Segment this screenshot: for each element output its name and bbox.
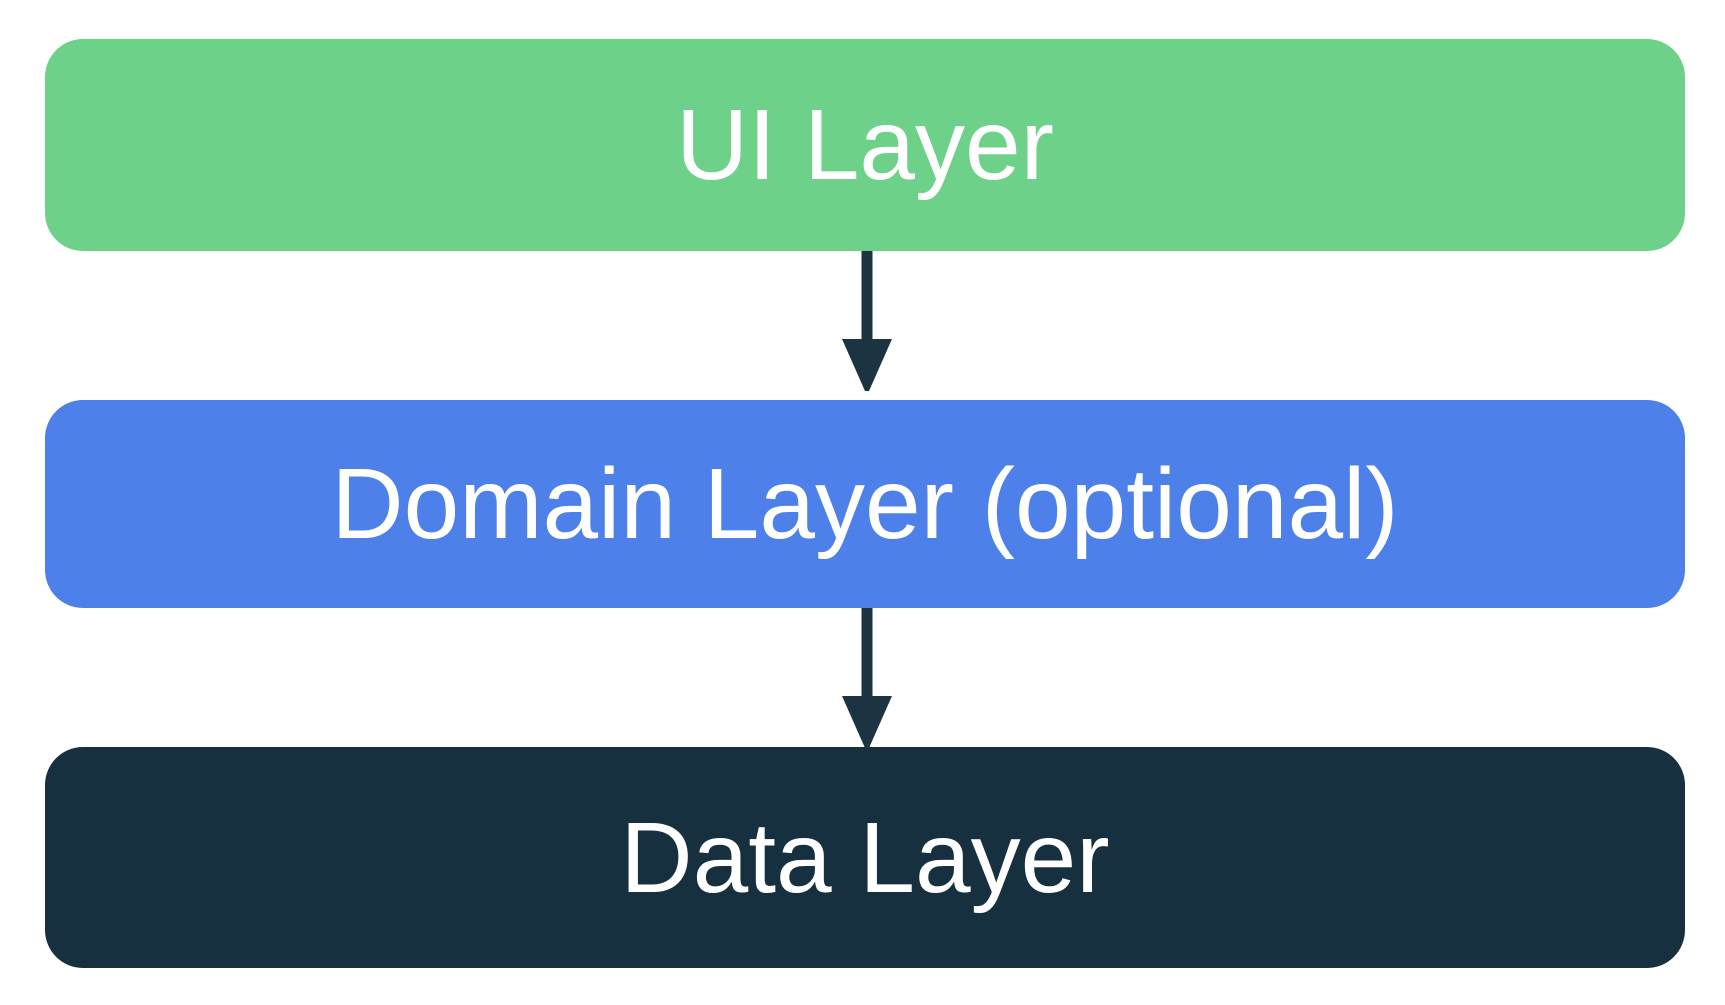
layer-label-domain: Domain Layer (optional) — [331, 448, 1399, 560]
arrow-head — [842, 339, 892, 391]
layer-box-data: Data Layer — [45, 747, 1685, 968]
layer-label-ui: UI Layer — [676, 89, 1054, 201]
arrow-down-icon — [842, 251, 892, 391]
layer-label-data: Data Layer — [620, 801, 1110, 914]
layer-box-domain: Domain Layer (optional) — [45, 400, 1685, 608]
arrow-head — [842, 696, 892, 748]
arrow-shaft — [861, 608, 873, 703]
arrow-down-icon — [842, 608, 892, 748]
layer-box-ui: UI Layer — [45, 39, 1685, 251]
arrow-shaft — [861, 251, 873, 346]
